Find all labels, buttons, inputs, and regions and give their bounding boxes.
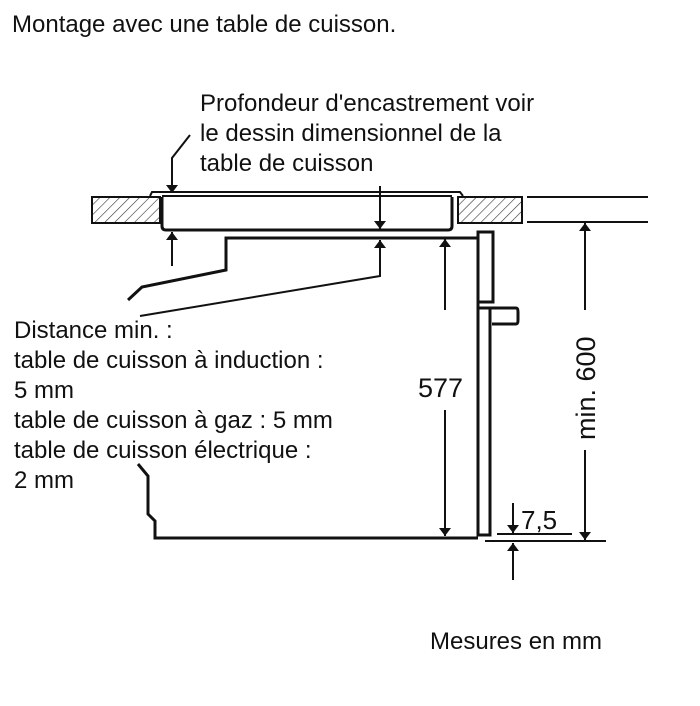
oven-handle	[490, 306, 520, 326]
depth-note-line: le dessin dimensionnel de la	[200, 120, 502, 147]
oven-bottom-outline	[136, 463, 478, 540]
diagram-title: Montage avec une table de cuisson.	[12, 11, 396, 38]
distance-note-line: 2 mm	[14, 467, 74, 494]
distance-note-line: Distance min. :	[14, 317, 173, 344]
countertop-right	[457, 196, 523, 224]
dim-600-label: min. 600	[571, 336, 601, 440]
distance-note-line: table de cuisson à gaz : 5 mm	[14, 407, 333, 434]
countertop-left	[91, 196, 161, 224]
depth-note-line: table de cuisson	[200, 150, 373, 177]
distance-note-line: table de cuisson électrique :	[14, 437, 312, 464]
hob-top-plate	[149, 191, 464, 197]
depth-leader-arrow	[166, 134, 191, 193]
distance-note-line: 5 mm	[14, 377, 74, 404]
oven-door-lower	[476, 302, 492, 537]
distance-note: Distance min. : table de cuisson à induc…	[14, 317, 333, 494]
oven-door-upper	[476, 230, 495, 304]
units-note: Mesures en mm	[430, 628, 602, 655]
depth-note: Profondeur d'encastrement voir le dessin…	[200, 90, 534, 177]
hob-body	[160, 197, 454, 232]
oven-top-outline	[126, 236, 478, 302]
depth-note-line: Profondeur d'encastrement voir	[200, 90, 534, 117]
dim-offset-label: 7,5	[521, 505, 557, 535]
gap-leader-arrow	[139, 240, 386, 317]
dim-577-label: 577	[418, 373, 463, 403]
distance-note-line: table de cuisson à induction :	[14, 347, 324, 374]
